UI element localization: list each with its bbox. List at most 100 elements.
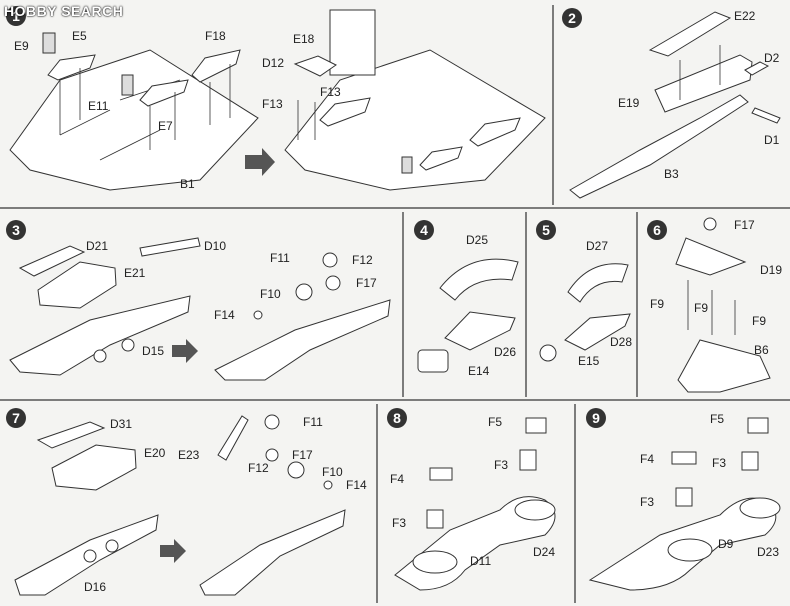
part-f10	[295, 283, 313, 301]
step-number: 5	[542, 222, 550, 238]
socket	[412, 550, 458, 574]
label: E21	[124, 266, 146, 280]
label: E15	[578, 354, 600, 368]
boat-assembled	[319, 97, 371, 127]
label: E23	[178, 448, 200, 462]
step-number: 1	[12, 8, 20, 24]
step-badge	[414, 220, 434, 240]
step-8-panel: 8 F5 F4 F3 F3 D11 D24	[387, 408, 556, 591]
label: D26	[494, 345, 516, 359]
part-d28	[564, 313, 631, 351]
label: D28	[610, 335, 632, 349]
part-f10	[287, 461, 305, 479]
label: F3	[494, 458, 508, 472]
label: D9	[718, 537, 734, 551]
assembled-d15	[214, 299, 391, 381]
label: D12	[262, 56, 284, 70]
socket	[93, 349, 107, 363]
part-f3	[519, 449, 537, 471]
step-4-panel: 4 D25 D26 E14	[414, 220, 519, 378]
part-d25	[439, 258, 519, 301]
part-d1	[751, 107, 781, 124]
boat-e7	[139, 79, 189, 107]
label: D10	[204, 239, 226, 253]
boat-f18	[191, 49, 241, 83]
step-badge	[562, 8, 582, 28]
step-number: 4	[420, 222, 428, 238]
label: F14	[214, 308, 235, 322]
part-f17	[703, 217, 717, 231]
part-e18	[329, 9, 376, 76]
label: F17	[734, 218, 755, 232]
watermark-logo: HOBBY SEARCH	[4, 3, 124, 19]
label: B3	[664, 167, 679, 181]
deck-part-b1	[9, 49, 259, 191]
socket	[83, 549, 97, 563]
label: F3	[712, 456, 726, 470]
label: F17	[292, 448, 313, 462]
part-b3	[569, 94, 749, 199]
part-f5	[525, 417, 547, 434]
label: E19	[618, 96, 640, 110]
step-badge	[6, 220, 26, 240]
socket	[514, 499, 556, 521]
part-d27	[567, 263, 629, 303]
part-f3b	[426, 509, 444, 529]
label: D27	[586, 239, 608, 253]
label: F4	[390, 472, 404, 486]
label: D31	[110, 417, 132, 431]
label: F5	[488, 415, 502, 429]
step-5-panel: 5 D27 D28 E15	[536, 220, 632, 368]
step-3-panel: 3 D21 D10 E21 D15 F11 F12 F17 F10 F14	[6, 220, 391, 381]
post-assembled	[401, 156, 413, 174]
part-d31	[36, 421, 106, 449]
label: D21	[86, 239, 108, 253]
label: F13	[320, 85, 341, 99]
label: D19	[760, 263, 782, 277]
part-f17	[265, 448, 279, 462]
step-arrow-icon	[160, 539, 186, 563]
step-1-panel: 1 E9 E5 F18 E11 E7 B1 E18 D12 F13 F13	[6, 6, 546, 191]
boat-e5	[47, 54, 96, 81]
label: F3	[640, 495, 654, 509]
part-f3b	[675, 487, 693, 507]
step-7-panel: 7 D31 E20 D16 F11 E23 F17 F12 F10 F14	[6, 408, 367, 596]
label: F10	[260, 287, 281, 301]
label: E11	[88, 99, 109, 113]
label: F18	[205, 29, 226, 43]
socket	[105, 539, 119, 553]
label: E7	[158, 119, 173, 133]
boat-assembled-2	[469, 117, 521, 147]
socket	[121, 338, 135, 352]
step-number: 3	[12, 222, 20, 238]
part-b6	[677, 339, 771, 393]
label: F9	[694, 301, 708, 315]
step-number: 8	[393, 410, 401, 426]
label: F14	[346, 478, 367, 492]
part-e23	[217, 415, 249, 461]
step-badge	[387, 408, 407, 428]
part-e11-post	[121, 74, 134, 96]
part-f17	[325, 275, 341, 291]
label: E14	[468, 364, 490, 378]
label: F17	[356, 276, 377, 290]
label: E9	[14, 39, 29, 53]
boat-assembled-3	[419, 146, 463, 171]
label: E20	[144, 446, 166, 460]
step-badge	[647, 220, 667, 240]
step-number: 6	[653, 222, 661, 238]
step-arrow-icon	[172, 339, 198, 363]
step-badge	[6, 6, 26, 26]
label: E5	[72, 29, 87, 43]
part-e21	[37, 261, 117, 309]
label: F3	[392, 516, 406, 530]
part-f11	[322, 252, 338, 268]
label: D15	[142, 344, 164, 358]
part-f14	[323, 480, 333, 490]
socket	[667, 538, 713, 562]
part-d10	[139, 237, 201, 257]
label: D25	[466, 233, 488, 247]
part-f5	[747, 417, 769, 434]
socket	[739, 497, 781, 519]
part-f3	[741, 451, 759, 471]
